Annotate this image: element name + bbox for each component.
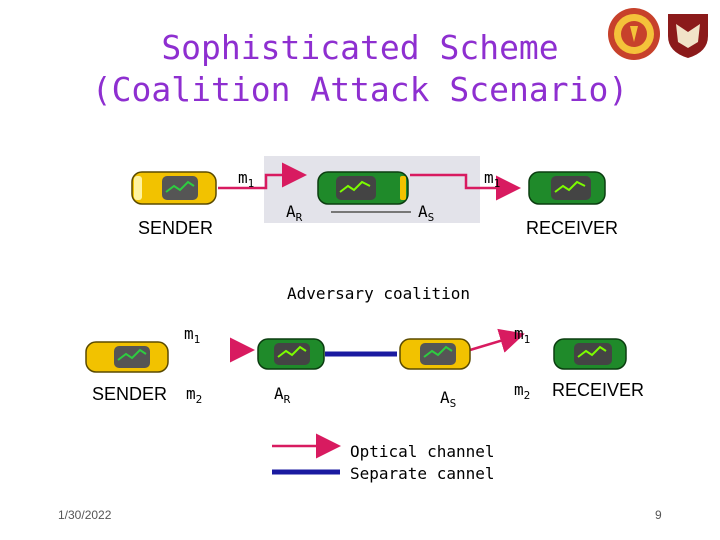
message-m1-left: m1 xyxy=(238,168,255,191)
adversary-as-label-1: AS xyxy=(418,202,435,225)
message-m2-right: m2 xyxy=(514,380,531,403)
legend-separate-label: Separate cannel xyxy=(350,464,495,483)
optical-arrow-sender-to-ar xyxy=(218,162,307,190)
adversary-ar-label-2: AR xyxy=(274,384,291,407)
receiver-car-green-1 xyxy=(528,171,606,205)
slide-title-line2: (Coalition Attack Scenario) xyxy=(91,70,629,109)
receiver-label-2: RECEIVER xyxy=(552,380,645,400)
message-m1-left-2: m1 xyxy=(184,324,201,347)
adversary-as-label-2: AS xyxy=(440,388,457,411)
slide-number: 9 xyxy=(655,508,662,522)
adversary-car-ar-1 xyxy=(317,171,409,205)
optical-arrow-as-to-receiver-2 xyxy=(469,328,525,353)
legend-optical-label: Optical channel xyxy=(350,442,495,461)
sender-car-yellow-1 xyxy=(131,171,217,205)
adversary-ar-label-1: AR xyxy=(286,202,303,225)
footer-date: 1/30/2022 xyxy=(58,508,112,522)
receiver-label-1: RECEIVER xyxy=(526,218,619,238)
shield-crest-logo xyxy=(668,14,708,58)
adversary-car-ar-2 xyxy=(257,338,325,370)
adversary-car-as-2 xyxy=(399,338,471,370)
message-m2-left: m2 xyxy=(186,384,203,407)
sender-label-2: SENDER xyxy=(92,384,168,404)
coalition-label: Adversary coalition xyxy=(287,284,471,303)
slide-title-line1: Sophisticated Scheme xyxy=(161,28,559,67)
sender-car-yellow-2 xyxy=(85,341,169,373)
university-seal-logo xyxy=(608,8,660,60)
receiver-car-green-2 xyxy=(553,338,627,370)
sender-label-1: SENDER xyxy=(138,218,214,238)
message-m1-right-2: m1 xyxy=(514,324,531,347)
optical-arrow-as-to-receiver xyxy=(410,173,521,201)
coalition-divider xyxy=(331,211,411,213)
message-m1-right: m1 xyxy=(484,168,501,191)
